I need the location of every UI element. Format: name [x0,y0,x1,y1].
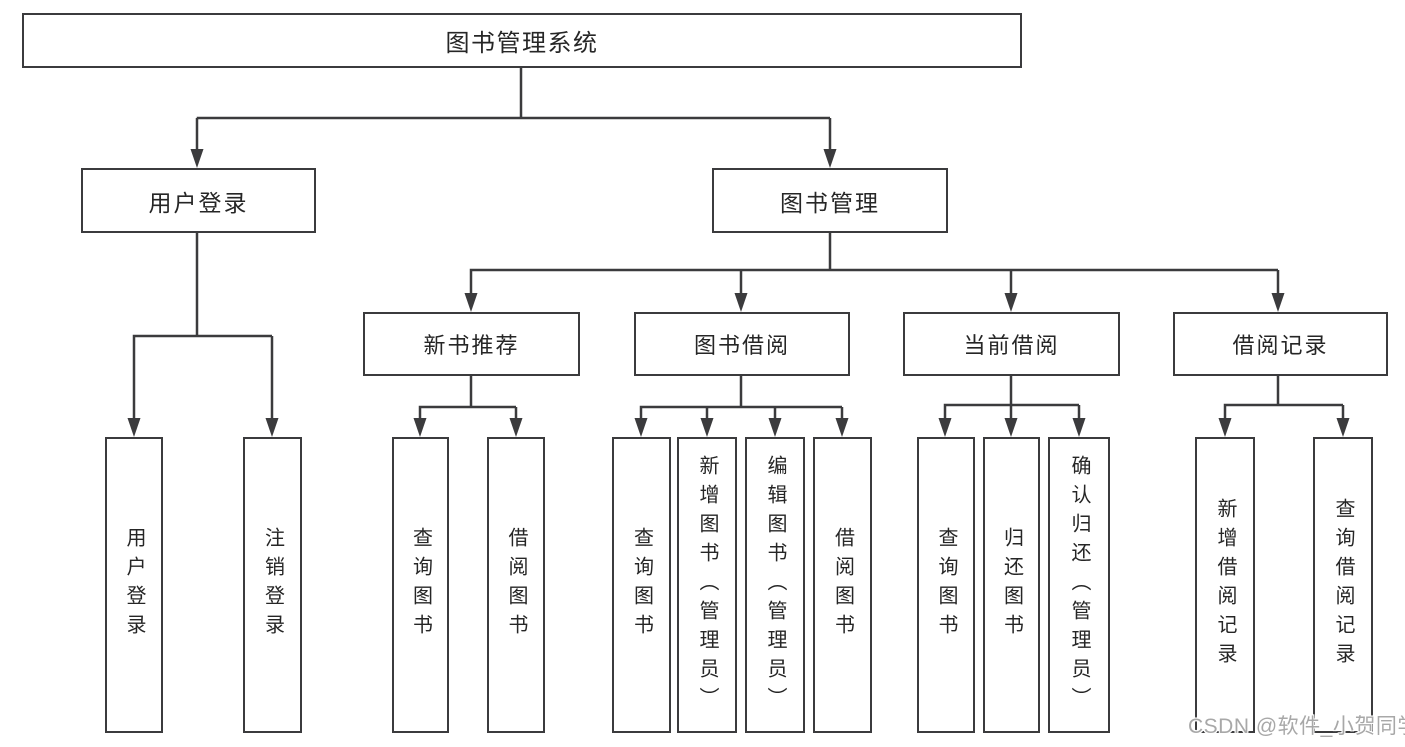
node-current-borrow-label: 当前借阅 [963,333,1060,358]
leaf-add-borrow-record-label: 新增借阅记录 [1214,498,1236,672]
leaf-logout: 注销登录 [243,437,302,733]
csdn-watermark: CSDN @软件_小贺同学 [1188,715,1405,738]
leaf-add-books-admin: 新增图书（管理员） [677,437,737,733]
node-user-login-branch-label: 用户登录 [148,189,249,216]
node-book-borrow-label: 图书借阅 [693,333,790,358]
node-book-management-branch: 图书管理 [712,168,948,233]
leaf-query-books-borrow: 查询图书 [612,437,671,733]
node-user-login-branch: 用户登录 [81,168,316,233]
leaf-borrow-books: 借阅图书 [813,437,872,733]
node-book-management-branch-label: 图书管理 [780,189,880,216]
leaf-add-borrow-record: 新增借阅记录 [1195,437,1255,733]
leaf-query-books-current-label: 查询图书 [935,527,957,643]
leaf-return-books-label: 归还图书 [1000,527,1023,643]
leaf-query-borrow-record: 查询借阅记录 [1313,437,1373,733]
leaf-edit-books-admin-label: 编辑图书（管理员） [764,454,786,716]
node-borrow-records-label: 借阅记录 [1232,333,1329,358]
leaf-logout-label: 注销登录 [261,527,284,643]
leaf-confirm-return-admin-label: 确认归还（管理员） [1068,454,1090,716]
leaf-query-books-recommend-label: 查询图书 [409,527,432,643]
node-new-book-recommend: 新书推荐 [363,312,580,376]
leaf-query-books-current: 查询图书 [917,437,975,733]
node-book-borrow: 图书借阅 [634,312,850,376]
leaf-return-books: 归还图书 [983,437,1040,733]
leaf-borrow-books-label: 借阅图书 [831,527,854,643]
leaf-edit-books-admin: 编辑图书（管理员） [745,437,805,733]
node-system-root: 图书管理系统 [22,13,1022,68]
node-borrow-records: 借阅记录 [1173,312,1388,376]
leaf-borrow-books-recommend: 借阅图书 [487,437,545,733]
node-system-root-label: 图书管理系统 [445,30,599,57]
node-current-borrow: 当前借阅 [903,312,1120,376]
leaf-user-login: 用户登录 [105,437,163,733]
leaf-query-borrow-record-label: 查询借阅记录 [1332,498,1354,672]
leaf-add-books-admin-label: 新增图书（管理员） [696,454,718,716]
leaf-borrow-books-recommend-label: 借阅图书 [505,527,527,643]
leaf-user-login-label: 用户登录 [123,527,145,643]
leaf-query-books-borrow-label: 查询图书 [630,527,653,643]
node-new-book-recommend-label: 新书推荐 [423,333,520,358]
leaf-confirm-return-admin: 确认归还（管理员） [1048,437,1110,733]
leaf-query-books-recommend: 查询图书 [392,437,449,733]
